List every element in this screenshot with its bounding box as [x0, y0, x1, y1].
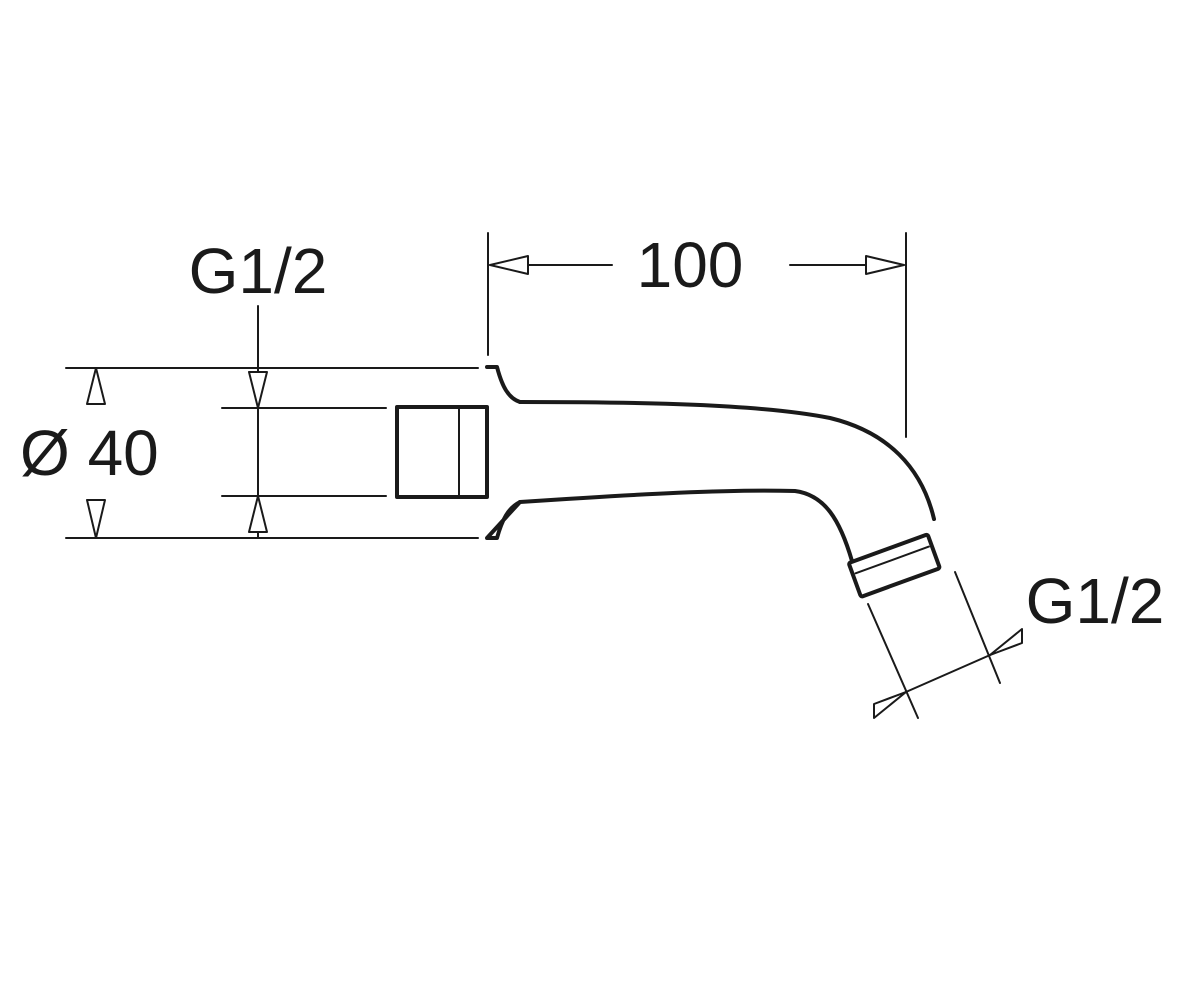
arrowhead-right — [865, 255, 905, 275]
spout-arm-bottom — [518, 488, 854, 563]
arrowhead-down — [86, 499, 106, 539]
rosette-diameter-label: Ø 40 — [20, 417, 159, 489]
projection-label: 100 — [637, 229, 744, 301]
arrowhead-down — [248, 371, 268, 409]
dimension-outlet-thread — [867, 571, 1023, 719]
outlet-nozzle — [847, 532, 942, 599]
arrowhead-left — [489, 255, 529, 275]
arrowhead-right — [989, 628, 1023, 656]
arrowhead-left — [873, 691, 907, 719]
dimension-projection — [487, 232, 907, 438]
inlet-thread-label: G1/2 — [189, 235, 328, 307]
dimension-rosette-diameter — [65, 367, 479, 539]
spout-outline — [395, 365, 942, 599]
inlet-connector — [395, 405, 489, 499]
arrowhead-up — [86, 367, 106, 405]
spout-arm-top — [518, 400, 936, 521]
outlet-thread-label: G1/2 — [1026, 565, 1165, 637]
arrowhead-up — [248, 495, 268, 533]
dimension-inlet-thread — [221, 305, 387, 539]
wall-flange — [485, 365, 522, 540]
